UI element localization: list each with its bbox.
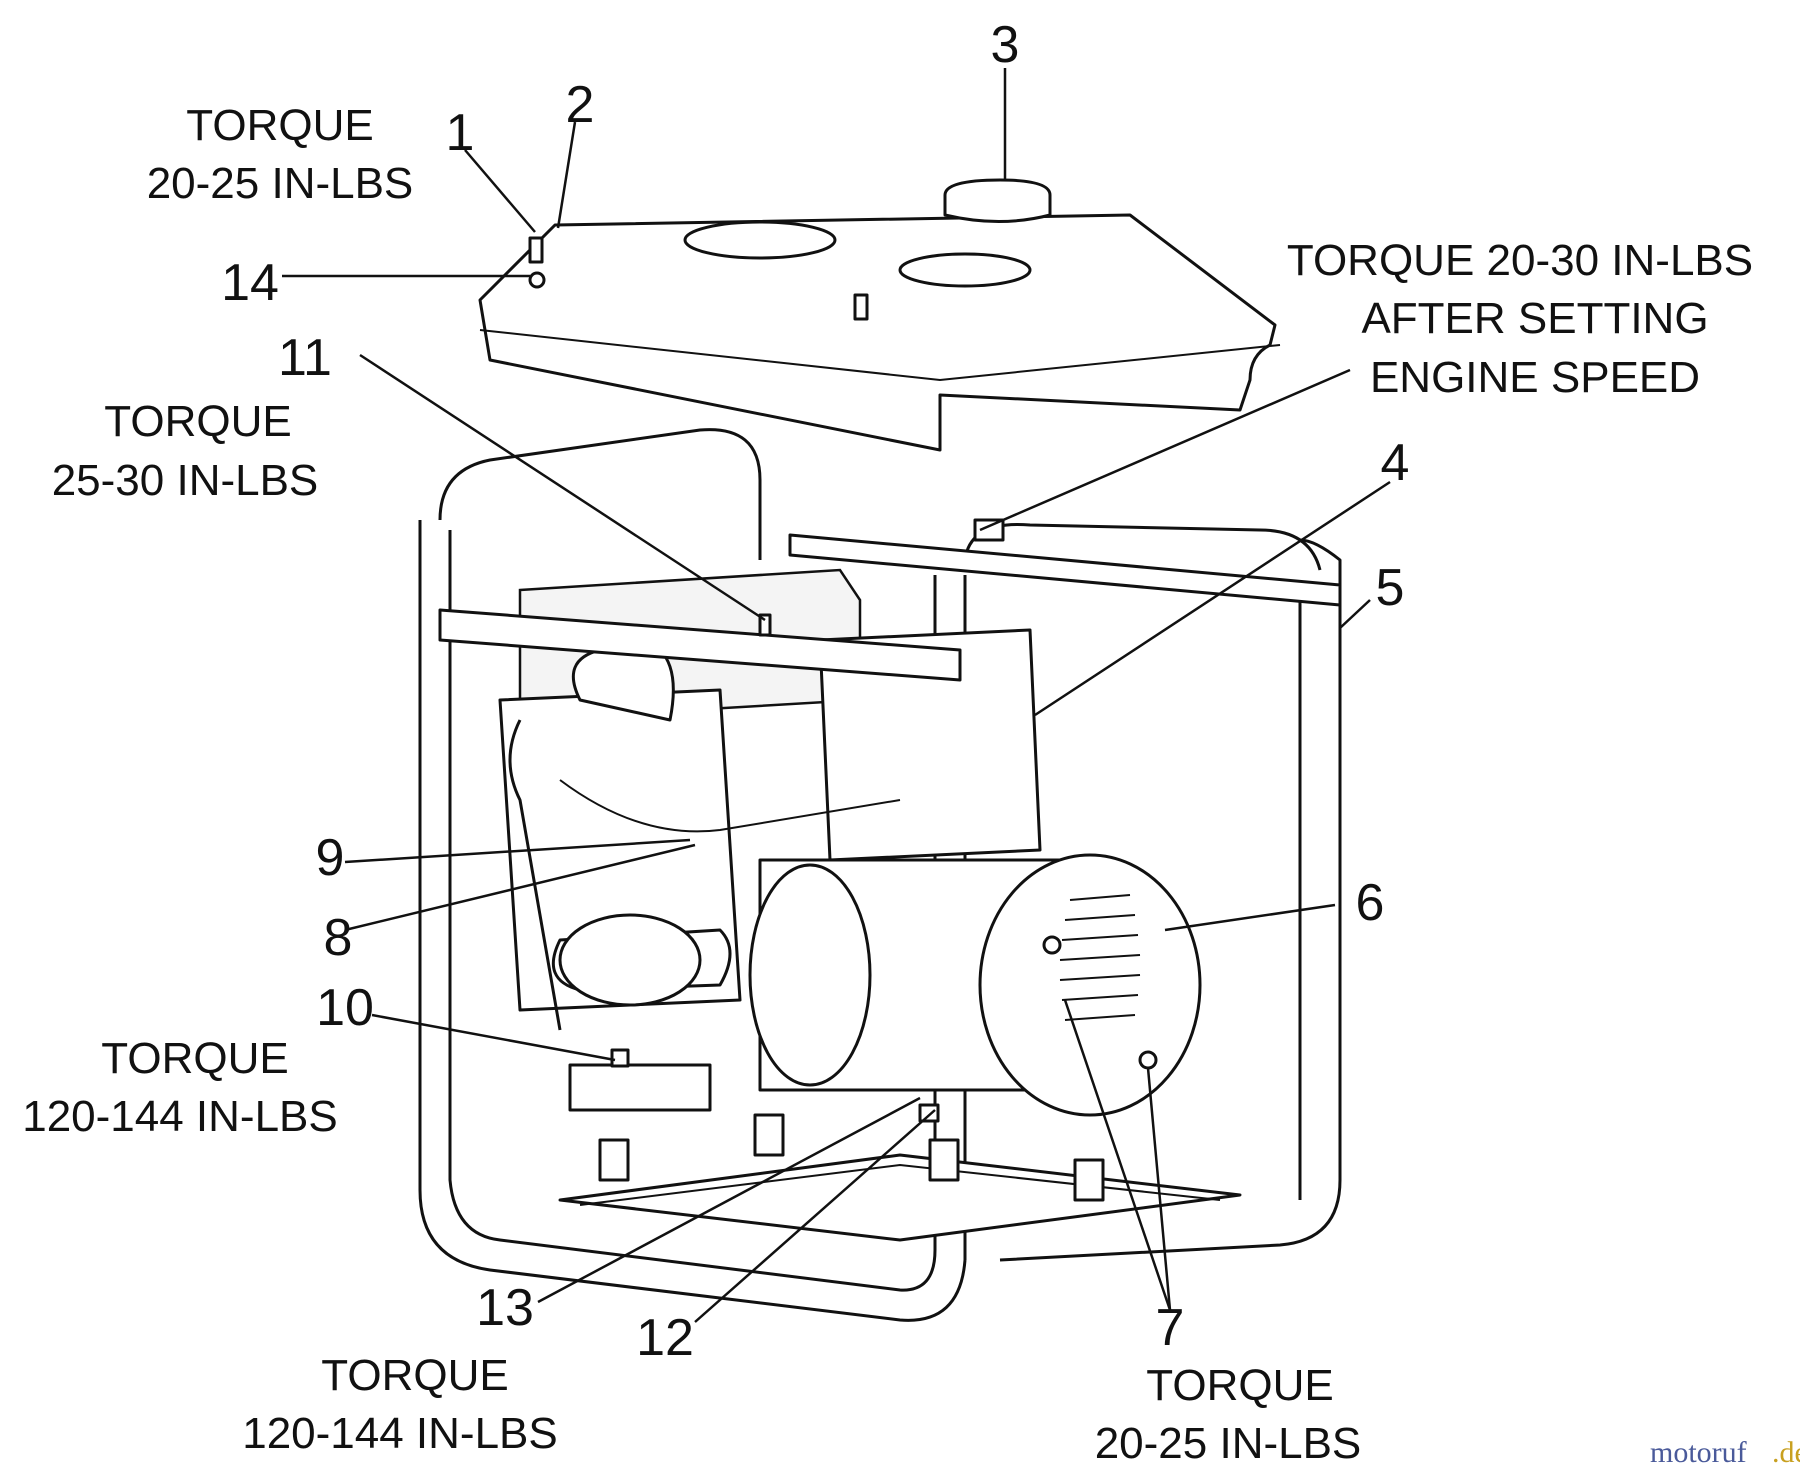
alternator <box>748 853 1202 1117</box>
callout-9: 9 <box>316 829 345 887</box>
callout-5: 5 <box>1376 559 1405 617</box>
engine-mount-bracket <box>568 1063 712 1112</box>
torque-note-end-bell-line1: TORQUE <box>1146 1361 1333 1410</box>
watermark-suffix: .de <box>1772 1436 1800 1469</box>
callout-14: 14 <box>221 254 279 312</box>
torque-note-alternator-mount-line1: TORQUE <box>321 1351 508 1400</box>
generator-drawing <box>418 178 1342 1322</box>
callout-6: 6 <box>1356 874 1385 932</box>
end-bell-screw-bottom <box>1138 1050 1158 1070</box>
shroud-opening <box>683 220 837 260</box>
cover-screw <box>758 613 772 637</box>
vibration-mount-1 <box>598 1138 630 1182</box>
torque-notes: TORQUE 20-25 IN-LBS TORQUE 20-30 IN-LBS … <box>22 101 1753 1468</box>
callout-12: 12 <box>636 1309 694 1367</box>
vibration-mount-3 <box>1073 1158 1105 1202</box>
callout-1: 1 <box>446 104 475 162</box>
watermark: motoruf .de <box>1650 1436 1800 1469</box>
rear-end-bell <box>978 853 1202 1117</box>
fuel-neck <box>898 252 1032 288</box>
callout-numbers: 1 2 3 4 5 6 7 8 9 10 11 12 13 14 <box>221 16 1409 1367</box>
torque-note-cover-line1: TORQUE <box>104 397 291 446</box>
muffler <box>558 913 702 1007</box>
callout-10: 10 <box>316 979 374 1037</box>
frame-rear-rail <box>788 533 1342 607</box>
frame-crossbar <box>438 608 962 682</box>
leader-lines <box>282 68 1391 1323</box>
callout-2: 2 <box>566 76 595 134</box>
callout-11: 11 <box>278 329 332 387</box>
watermark-brand: motoruf <box>1650 1436 1747 1469</box>
torque-note-engine-mount-line2: 120-144 IN-LBS <box>22 1092 338 1141</box>
torque-note-speed-line1: TORQUE 20-30 IN-LBS <box>1287 236 1753 285</box>
torque-note-speed-line3: ENGINE SPEED <box>1370 353 1700 402</box>
torque-note-cover-line2: 25-30 IN-LBS <box>52 456 319 505</box>
speed-adjust-nut <box>973 518 1005 542</box>
end-bell-screw-top <box>1042 935 1062 955</box>
vibration-mount-4 <box>928 1138 960 1182</box>
callout-3: 3 <box>991 16 1020 74</box>
callout-8: 8 <box>324 909 353 967</box>
cradle-base <box>558 1113 1242 1242</box>
mount-bolt <box>610 1048 630 1068</box>
engine <box>498 568 1042 1112</box>
fuel-cap <box>943 178 1052 223</box>
torque-note-end-bell-line2: 20-25 IN-LBS <box>1095 1419 1362 1468</box>
shroud-washer <box>528 271 546 289</box>
torque-note-shroud-line1: TORQUE <box>186 101 373 150</box>
torque-note-engine-mount-line1: TORQUE <box>101 1034 288 1083</box>
vibration-mount-2 <box>753 1113 785 1157</box>
end-bell-louvers <box>1059 894 1141 1021</box>
shroud <box>478 178 1281 452</box>
callout-4: 4 <box>1381 434 1410 492</box>
fuel-tank-side <box>818 628 1042 862</box>
shroud-screw-2 <box>853 293 869 321</box>
callout-7: 7 <box>1156 1299 1185 1357</box>
shroud-screw <box>528 236 544 264</box>
fuel-line <box>559 779 901 833</box>
torque-note-speed-line2: AFTER SETTING <box>1361 294 1708 343</box>
callout-13: 13 <box>476 1279 534 1337</box>
torque-note-alternator-mount-line2: 120-144 IN-LBS <box>242 1409 558 1458</box>
alternator-mount-nut <box>918 1103 940 1123</box>
torque-note-shroud-line2: 20-25 IN-LBS <box>147 159 414 208</box>
